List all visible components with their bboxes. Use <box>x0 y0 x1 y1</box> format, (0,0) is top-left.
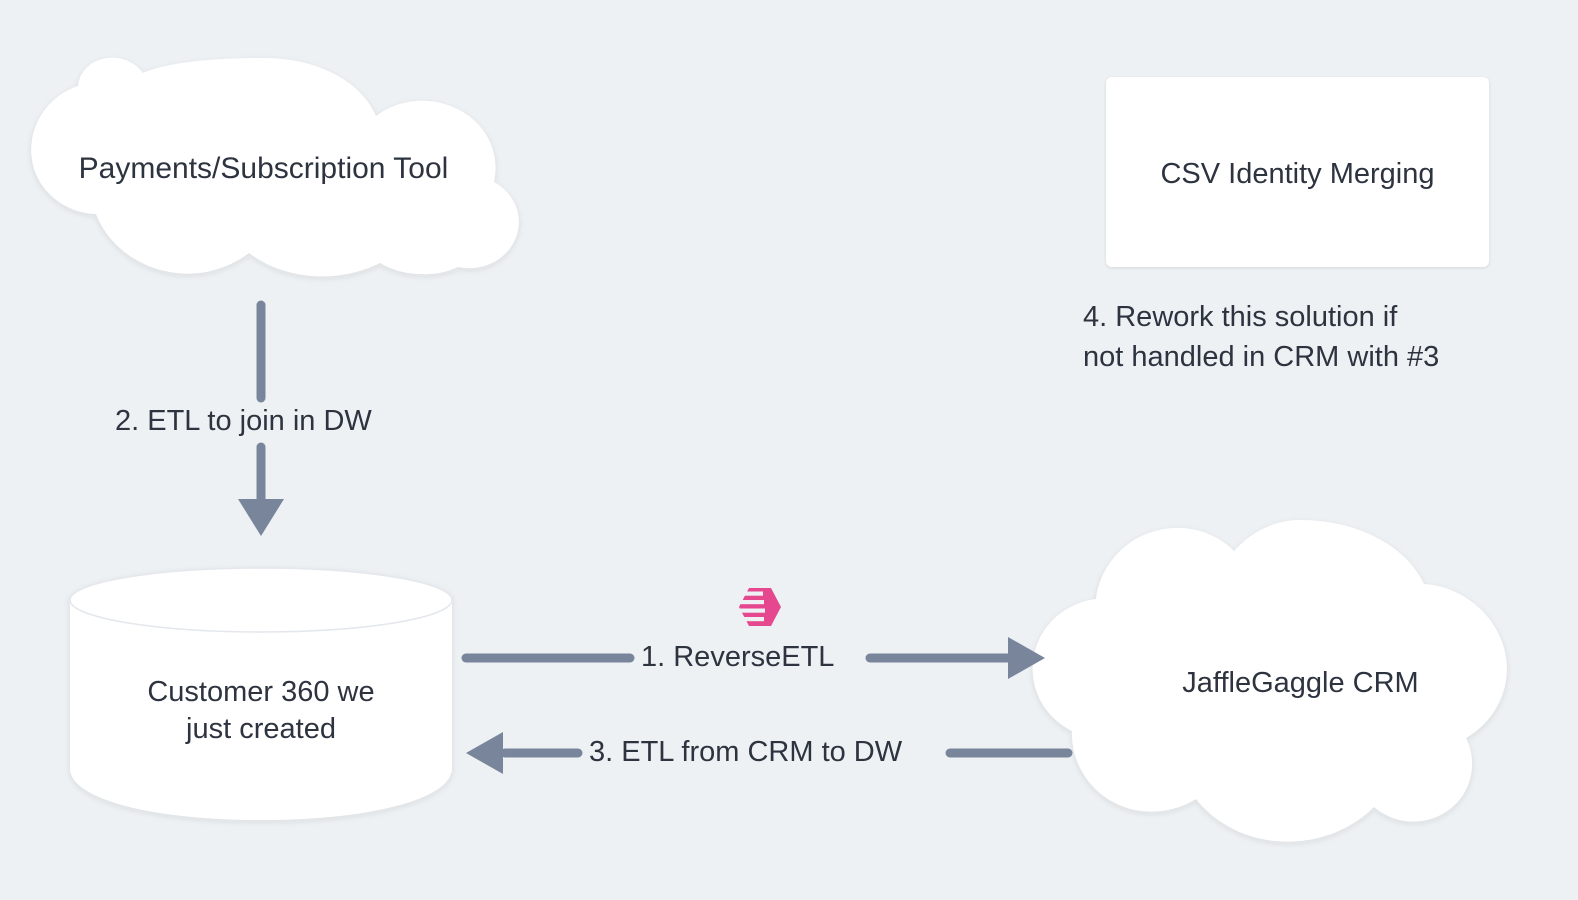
edge-etl-from-crm[interactable] <box>466 732 1073 774</box>
rework-note: 4. Rework this solution if not handled i… <box>1083 301 1440 374</box>
edge-label-etl-from-crm: 3. ETL from CRM to DW <box>589 736 903 768</box>
edge-etl-to-dw[interactable] <box>238 300 284 536</box>
arrowhead-right-icon <box>1008 637 1045 679</box>
edge-reverse-etl[interactable] <box>461 637 1045 679</box>
node-warehouse-cylinder[interactable] <box>69 567 453 820</box>
node-payments-cloud[interactable] <box>31 57 519 277</box>
hightouch-hexagon-icon <box>728 588 781 626</box>
arrowhead-left-icon <box>466 732 503 774</box>
edge-label-etl-to-dw: 2. ETL to join in DW <box>115 405 372 437</box>
edge-label-reverse-etl: 1. ReverseETL <box>641 641 835 673</box>
node-crm-cloud[interactable] <box>1032 520 1507 842</box>
node-csv-identity-merging[interactable] <box>1106 77 1489 267</box>
arrowhead-down-icon <box>238 499 284 536</box>
